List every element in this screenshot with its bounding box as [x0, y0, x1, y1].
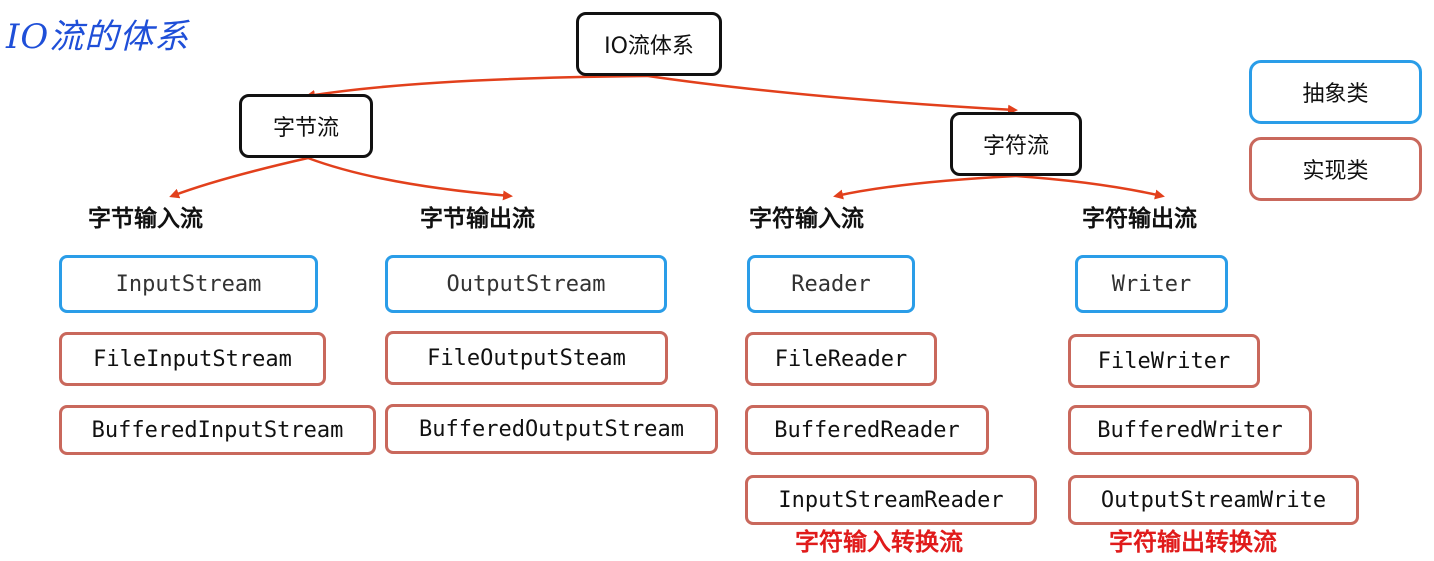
arrow-byte-to-input: [169, 156, 309, 199]
arrow-char-to-input: [833, 174, 1017, 200]
legend-abstract-class: 抽象类: [1249, 60, 1422, 124]
class-inputstreamreader: InputStreamReader: [745, 475, 1037, 525]
class-bufferedwriter: BufferedWriter: [1068, 405, 1312, 455]
note-char-input-conversion-stream: 字符输入转换流: [795, 528, 963, 556]
heading-char-output-stream: 字符输出流: [1082, 206, 1197, 232]
diagram-title: IO流的体系: [6, 17, 190, 57]
category-byte-stream: 字节流: [239, 94, 373, 158]
class-filewriter: FileWriter: [1068, 334, 1260, 388]
class-writer: Writer: [1075, 255, 1228, 313]
legend-implementation-class: 实现类: [1249, 137, 1422, 201]
class-inputstream: InputStream: [59, 255, 318, 313]
class-bufferedreader: BufferedReader: [745, 405, 989, 455]
note-char-output-conversion-stream: 字符输出转换流: [1109, 528, 1277, 556]
class-fileinputstream: FileInputStream: [59, 332, 326, 386]
class-bufferedinputstream: BufferedInputStream: [59, 405, 376, 455]
category-char-stream: 字符流: [950, 112, 1082, 176]
arrow-char-to-output: [1015, 174, 1165, 200]
arrow-byte-to-output: [307, 156, 513, 201]
root-node: IO流体系: [576, 12, 722, 76]
heading-char-input-stream: 字符输入流: [749, 206, 864, 232]
class-fileoutputsteam: FileOutputSteam: [385, 331, 668, 385]
class-reader: Reader: [747, 255, 915, 313]
arrow-root-to-char: [647, 74, 1018, 115]
class-outputstreamwrite: OutputStreamWrite: [1068, 475, 1359, 525]
heading-byte-input-stream: 字节输入流: [88, 206, 203, 232]
class-outputstream: OutputStream: [385, 255, 667, 313]
class-filereader: FileReader: [745, 332, 937, 386]
class-bufferedoutputstream: BufferedOutputStream: [385, 404, 718, 454]
arrow-root-to-byte: [305, 74, 649, 100]
heading-byte-output-stream: 字节输出流: [420, 206, 535, 232]
